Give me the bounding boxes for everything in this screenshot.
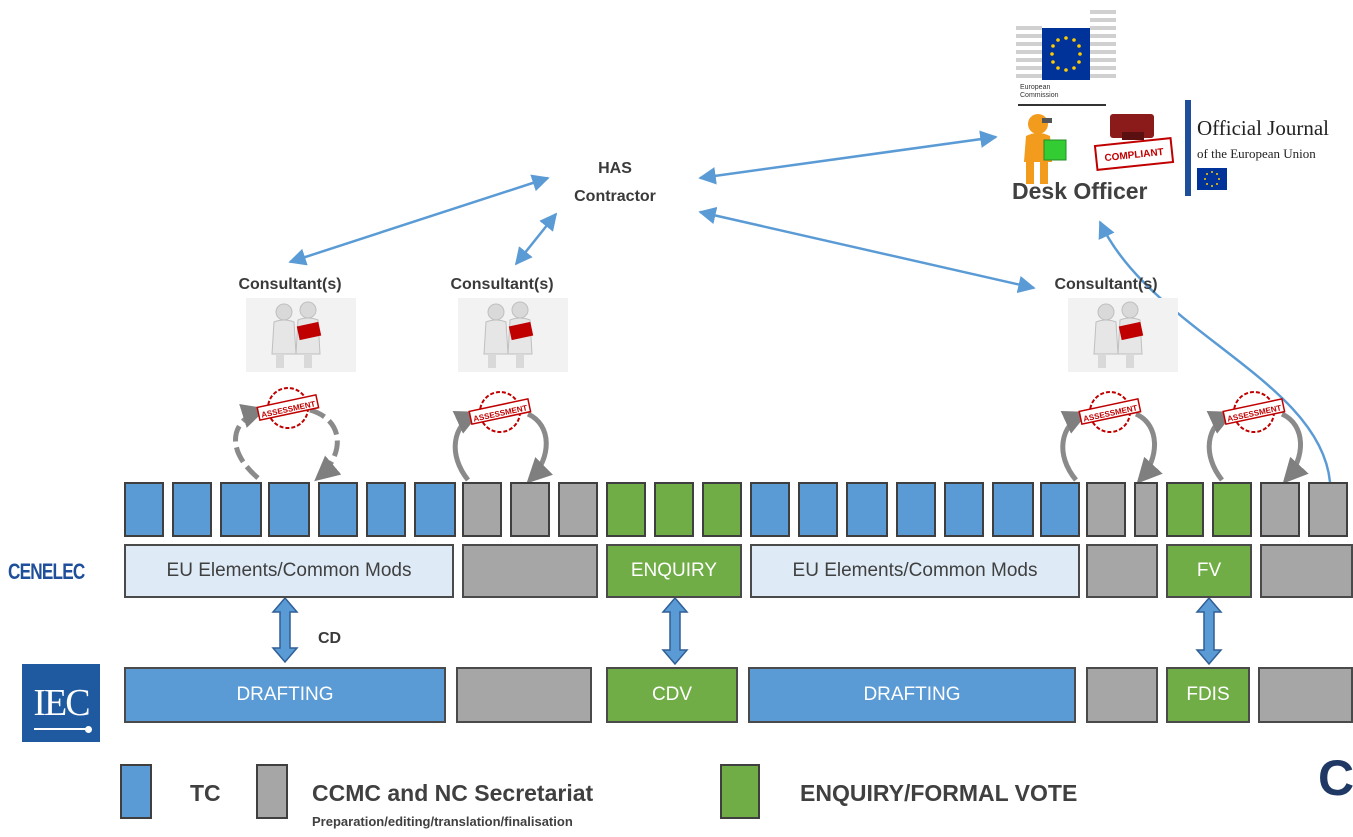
stage-square-secretariat: [1308, 482, 1348, 537]
stage-square-tc: [750, 482, 790, 537]
consultant-figures-icon: [246, 298, 356, 372]
legend-sublabel-secretariat: Preparation/editing/translation/finalisa…: [312, 814, 573, 829]
assessment-loop-4: [1206, 410, 1235, 482]
assessment-loop-2: [452, 410, 481, 482]
consultant-label-1: Consultant(s): [238, 276, 342, 293]
assessment-loop-1: [233, 404, 267, 480]
arrow-has-consultant-1: [288, 174, 550, 266]
official-journal-subtitle: of the European Union: [1197, 146, 1316, 161]
iec-logo: IEC: [22, 664, 100, 742]
assessment-stamp-icon: ASSESSMENT: [1078, 391, 1142, 433]
desk-officer-label: Desk Officer: [1012, 178, 1148, 204]
iec-cdv: CDV: [606, 667, 738, 723]
stage-square-tc: [414, 482, 456, 537]
stage-square-secretariat: [1086, 482, 1126, 537]
stage-square-tc: [944, 482, 984, 537]
arrow-has-desk-officer: [698, 130, 998, 185]
legend-swatch-secretariat: [256, 764, 288, 819]
cenelec-secretariat-2: [1086, 544, 1158, 598]
consultant-label-2: Consultant(s): [450, 276, 554, 293]
legend-label-secretariat: CCMC and NC Secretariat: [312, 780, 594, 806]
stage-square-tc: [124, 482, 164, 537]
double-arrow-fv-fdis: [1195, 596, 1223, 666]
cenelec-logo: CENELEC: [8, 559, 85, 584]
arrow-fv-to-desk-officer: [1098, 220, 1332, 483]
double-arrow-enquiry-cdv: [661, 596, 689, 666]
cenelec-eu-elements-1: EU Elements/Common Mods: [124, 544, 454, 598]
stage-square-secretariat: [1134, 482, 1158, 537]
cenelec-fv: FV: [1166, 544, 1252, 598]
stage-square-tc: [318, 482, 358, 537]
stage-square-tc: [172, 482, 212, 537]
cenelec-secretariat-3: [1260, 544, 1353, 598]
double-arrow-cd: [271, 596, 299, 664]
stage-square-tc: [366, 482, 406, 537]
assessment-stamp-icon: ASSESSMENT: [468, 391, 532, 433]
stage-square-vote: [654, 482, 694, 537]
official-journal-title: Official Journal: [1197, 116, 1329, 140]
cenelec-enquiry: ENQUIRY: [606, 544, 742, 598]
iec-fdis: FDIS: [1166, 667, 1250, 723]
iec-secretariat-2: [1086, 667, 1158, 723]
stage-square-secretariat: [1260, 482, 1300, 537]
stage-square-tc: [268, 482, 310, 537]
desk-officer-figure-icon: [1024, 114, 1067, 184]
stage-square-tc: [896, 482, 936, 537]
iec-secretariat-1: [456, 667, 592, 723]
arrow-has-consultant-3: [698, 206, 1036, 294]
assessment-stamp-icon: ASSESSMENT: [1222, 391, 1286, 433]
cut-off-logo: C: [1318, 750, 1353, 806]
stage-square-tc: [220, 482, 262, 537]
stage-square-tc: [992, 482, 1034, 537]
stage-square-vote: [702, 482, 742, 537]
stage-square-vote: [1212, 482, 1252, 537]
cd-label: CD: [318, 630, 342, 647]
stage-square-secretariat: [462, 482, 502, 537]
iec-drafting-2: DRAFTING: [748, 667, 1076, 723]
official-journal-logo: Official Journal of the European Union: [1185, 100, 1353, 198]
consultant-figures-icon: [458, 298, 568, 372]
has-contractor-label: HAS Contractor: [574, 160, 656, 205]
assessment-loop-3b: [1134, 411, 1163, 484]
legend-label-tc: TC: [190, 780, 221, 806]
assessment-stamp-icon: ASSESSMENT: [256, 387, 320, 429]
ec-logo-text: European Commission: [1020, 84, 1059, 99]
assessment-loop-2b: [526, 411, 553, 484]
stage-square-secretariat: [510, 482, 550, 537]
cenelec-eu-elements-2: EU Elements/Common Mods: [750, 544, 1080, 598]
stage-square-tc: [798, 482, 838, 537]
consultant-label-3: Consultant(s): [1054, 276, 1158, 293]
assessment-loop-1b: [309, 407, 342, 482]
eu-flag-icon: [1197, 168, 1227, 190]
consultant-figures-icon: [1068, 298, 1178, 372]
arrow-has-consultant-2: [514, 212, 558, 266]
legend-swatch-vote: [720, 764, 760, 819]
stage-square-vote: [606, 482, 646, 537]
cenelec-secretariat-1: [462, 544, 598, 598]
legend-swatch-tc: [120, 764, 152, 819]
legend-label-vote: ENQUIRY/FORMAL VOTE: [800, 780, 1078, 806]
stage-square-tc: [1040, 482, 1080, 537]
european-commission-logo: European Commission: [1014, 6, 1118, 110]
assessment-loop-4b: [1280, 411, 1309, 484]
stage-square-tc: [846, 482, 888, 537]
assessment-loop-3: [1060, 410, 1089, 482]
stage-square-secretariat: [558, 482, 598, 537]
compliant-stamp-icon: COMPLIANT: [1092, 112, 1176, 174]
stage-square-vote: [1166, 482, 1204, 537]
iec-drafting-1: DRAFTING: [124, 667, 446, 723]
iec-secretariat-3: [1258, 667, 1353, 723]
